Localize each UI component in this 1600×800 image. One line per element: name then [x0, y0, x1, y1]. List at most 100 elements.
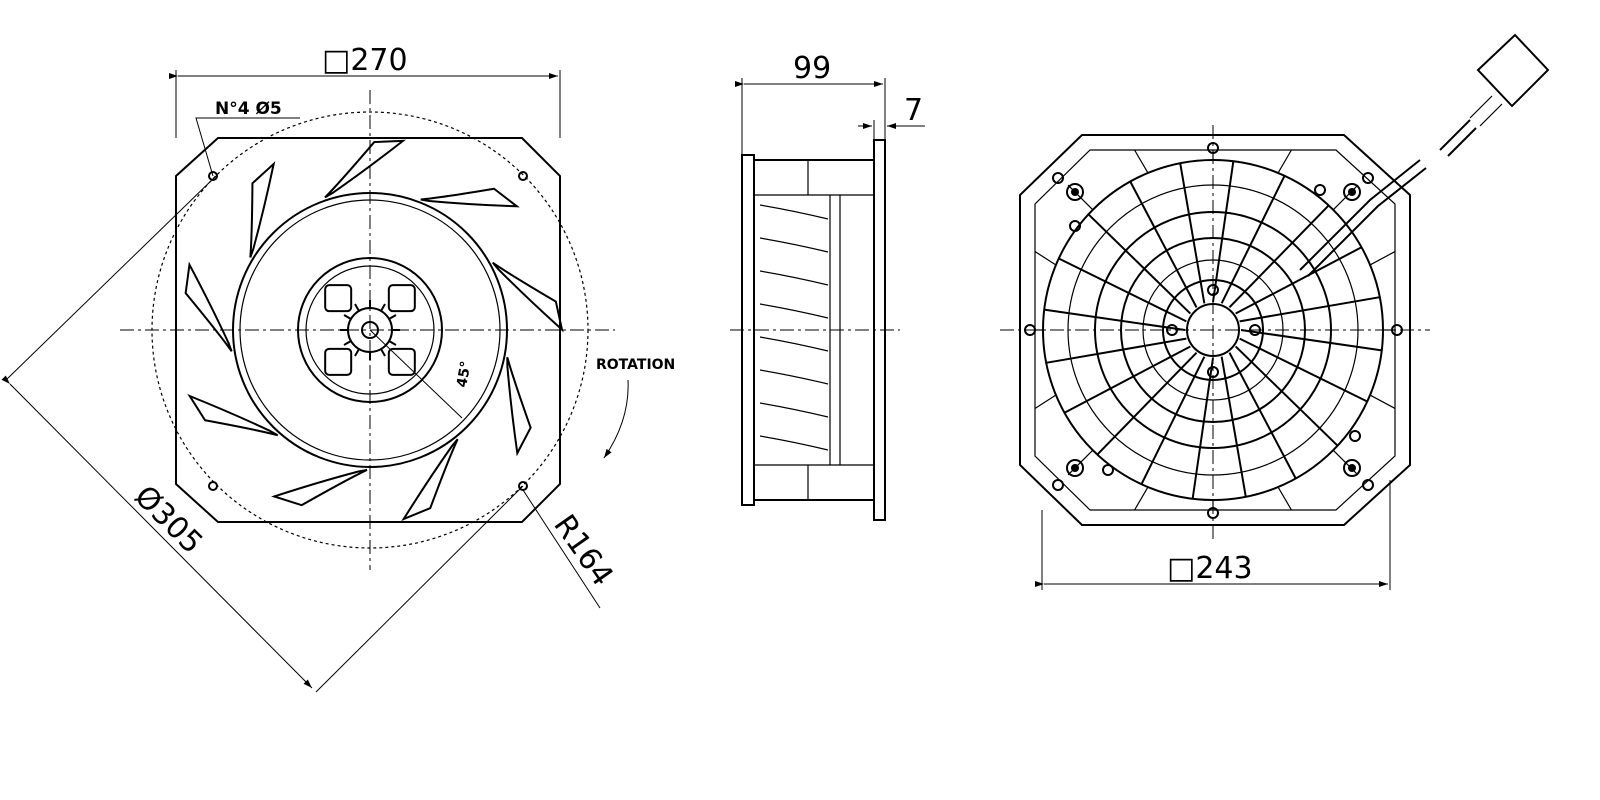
hub: [297, 257, 443, 403]
radius-leader: [522, 489, 601, 609]
flange-7-label: 7: [904, 93, 923, 128]
diameter-dimension-line: [1, 375, 313, 689]
width-243-label: □243: [1167, 551, 1253, 586]
screw-hole: [1391, 324, 1403, 336]
guard-spoke: [1140, 356, 1206, 485]
gear-tooth: [343, 340, 352, 346]
frame-rib: [1134, 149, 1149, 174]
shaft: [361, 321, 379, 339]
frame-rib: [1369, 251, 1396, 266]
screw-hole: [1102, 464, 1114, 476]
width-270-label: □270: [322, 43, 408, 78]
holes-leader: [195, 117, 300, 177]
side-blade: [759, 270, 829, 286]
housing-outline: [175, 137, 561, 523]
angle-label: 45°: [454, 360, 474, 389]
diameter-305-label: Ø305: [127, 479, 209, 561]
gear-tooth: [343, 314, 352, 320]
frame-rib: [1369, 394, 1396, 409]
impeller-blade: [184, 261, 233, 352]
gear-tooth: [354, 348, 360, 357]
mounting-hole: [208, 171, 218, 181]
back-housing-outline: [1019, 134, 1411, 526]
screw-hole: [1069, 220, 1081, 232]
guard-spokes: [1034, 149, 1396, 511]
screw-hole: [1362, 172, 1374, 184]
flange: [873, 139, 886, 521]
guard-spoke: [1220, 356, 1247, 497]
side-blade: [759, 336, 829, 352]
impeller-blade: [324, 139, 407, 199]
gear-tooth: [354, 303, 360, 312]
frame-rib: [1277, 149, 1292, 174]
impeller-blade: [506, 357, 532, 457]
impeller-blade: [491, 261, 564, 333]
hub-window: [324, 284, 353, 313]
hub-window: [387, 347, 416, 376]
guard-spoke: [1235, 246, 1362, 315]
side-blade: [759, 237, 829, 253]
screw-hole: [1207, 507, 1219, 519]
rotation-label: ROTATION: [596, 357, 675, 373]
outer-dashed-circle: [151, 111, 589, 549]
mounting-hole: [1066, 459, 1084, 477]
mounting-hole: [1066, 183, 1084, 201]
holes-label: N°4 Ø5: [215, 99, 282, 119]
mounting-hole: [1343, 183, 1361, 201]
side-blade: [759, 204, 829, 220]
guard-spoke: [1234, 345, 1339, 447]
gear-tooth: [388, 314, 397, 320]
mounting-hole: [208, 481, 218, 491]
guard-spoke: [1239, 296, 1380, 323]
impeller-blade: [249, 161, 276, 258]
mounting-hole: [518, 171, 528, 181]
screw-hole: [1052, 172, 1064, 184]
screw-hole: [1166, 324, 1178, 336]
screw-hole: [1362, 479, 1374, 491]
screw-hole: [1052, 479, 1064, 491]
hub-details: [324, 284, 416, 376]
guard-spoke: [1064, 345, 1191, 414]
hub-window: [387, 284, 416, 313]
screw-hole: [1207, 142, 1219, 154]
frame-rib: [1034, 394, 1057, 409]
side-view: 99 7: [730, 51, 925, 521]
guard-spoke: [1044, 308, 1186, 331]
screw-hole: [1349, 430, 1361, 442]
back-view: □243: [1000, 33, 1550, 590]
guard-spoke: [1058, 257, 1187, 323]
side-blade: [759, 402, 829, 418]
side-blade: [759, 435, 829, 451]
screw-hole: [1249, 324, 1261, 336]
impeller-blade: [271, 468, 368, 507]
mounting-holes: [208, 171, 528, 491]
impeller-blade: [401, 438, 459, 522]
guard-spoke: [1191, 357, 1214, 499]
mounting-hole-center: [1348, 464, 1356, 472]
connector: [1476, 33, 1550, 108]
guard-spoke: [1096, 351, 1198, 456]
impeller-blade: [420, 187, 520, 208]
side-blade: [759, 303, 829, 319]
front-view: □270 N°4 Ø5 45° Ø305 R164 ROTATION: [1, 43, 675, 693]
depth-99-label: 99: [793, 51, 831, 86]
rotation-arrow-icon: [603, 379, 629, 459]
screw-hole: [1314, 184, 1326, 196]
inlet-ring-inner: [239, 199, 501, 461]
guard-spoke: [1228, 352, 1297, 479]
frame-rib: [1134, 486, 1149, 511]
screw-hole: [1207, 366, 1219, 378]
impeller-blade: [187, 393, 279, 437]
guard-spoke: [1240, 329, 1382, 352]
mounting-hole: [1343, 459, 1361, 477]
guard-spoke: [1087, 213, 1192, 315]
guard-spoke: [1228, 204, 1330, 309]
mounting-hole-center: [1348, 188, 1356, 196]
guard-spoke: [1179, 163, 1206, 304]
guard-spoke: [1129, 181, 1198, 308]
guard-spoke: [1220, 175, 1286, 304]
cable: [1299, 159, 1421, 271]
impeller-inlet-ring: [232, 192, 508, 468]
gear-tooth: [380, 303, 386, 312]
